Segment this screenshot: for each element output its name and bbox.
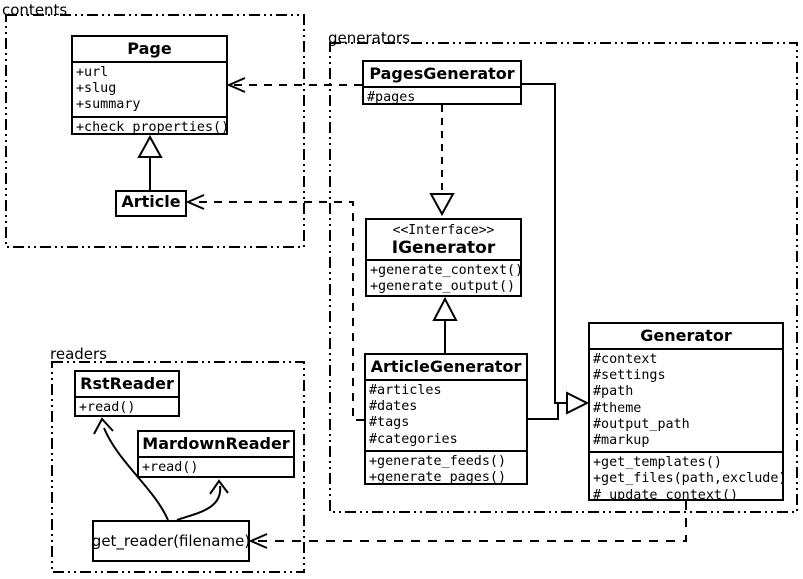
inheritance-articlegenerator-to-igenerator (432, 296, 458, 353)
attribute: #pages (367, 90, 416, 105)
class-title: Generator (640, 326, 732, 345)
function-label: get_reader(filename) (92, 532, 250, 550)
method: +get_files(path,exclude) (593, 471, 784, 487)
attributes-section: #articles #dates #tags #categories (366, 379, 526, 450)
attribute: +summary (76, 97, 141, 113)
package-border-generators (329, 42, 798, 513)
class-pagesgenerator: PagesGenerator #pages (362, 60, 522, 105)
function-get-reader: get_reader(filename) (92, 520, 250, 562)
class-title: PagesGenerator (369, 64, 515, 83)
method: +read() (142, 460, 199, 475)
methods-section: +generate_context() +generate_output() (367, 259, 522, 295)
package-border-readers (51, 361, 305, 573)
package-border-contents (5, 14, 305, 248)
package-label-contents: contents (2, 1, 68, 19)
attribute: #path (593, 384, 634, 400)
method: #_update_context() (593, 487, 739, 501)
package-label-generators: generators (328, 29, 410, 47)
attribute: #context (593, 352, 658, 367)
attribute: +slug (76, 81, 117, 97)
realization-pagesgenerator-to-igenerator (429, 105, 455, 217)
class-igenerator: <<Interface>> IGenerator +generate_conte… (365, 218, 522, 297)
class-page: Page +url +slug +summary +check_properti… (71, 35, 228, 135)
methods-section: +read() (76, 396, 178, 415)
inheritance-to-generator (522, 83, 590, 420)
class-title: Article (121, 192, 181, 211)
class-title: ArticleGenerator (370, 357, 522, 376)
dependency-pagesgenerator-to-page (226, 77, 362, 93)
class-title: IGenerator (391, 238, 496, 258)
class-rstreader: RstReader +read() (74, 370, 180, 417)
class-articlegenerator: ArticleGenerator #articles #dates #tags … (364, 353, 528, 485)
attribute: #tags (369, 415, 410, 431)
methods-section: +get_templates() +get_files(path,exclude… (590, 451, 784, 501)
method: +generate_pages() (369, 470, 507, 485)
class-article: Article (115, 190, 187, 217)
class-title: RstReader (80, 374, 174, 393)
attribute: +url (76, 65, 109, 80)
attribute: #markup (593, 433, 650, 449)
attribute: #settings (593, 368, 666, 384)
method: +generate_context() (370, 263, 522, 278)
class-generator: Generator #context #settings #path #them… (588, 322, 784, 501)
attribute: #output_path (593, 416, 690, 432)
class-mardownreader: MardownReader +read() (137, 430, 295, 478)
attributes-section: +url +slug +summary (73, 61, 226, 116)
method: +generate_output() (370, 279, 516, 295)
dependency-articlegenerator-to-article (185, 194, 364, 421)
curve-getreader-to-rstreader (93, 417, 169, 521)
method: +generate_feeds() (369, 453, 507, 469)
attribute: #theme (593, 400, 642, 416)
class-title: Page (127, 39, 172, 58)
attribute: #categories (369, 431, 458, 447)
interface-stereotype: <<Interface>> (392, 223, 495, 238)
class-title: MardownReader (142, 434, 290, 453)
methods-section: +generate_feeds() +generate_pages() (366, 449, 526, 485)
curve-getreader-to-mardownreader (176, 479, 229, 521)
method: +get_templates() (593, 455, 722, 471)
method: +read() (79, 400, 136, 415)
package-label-readers: readers (50, 345, 107, 363)
attributes-section: #context #settings #path #theme #output_… (590, 348, 782, 451)
methods-section: +read() (139, 456, 293, 476)
dependency-generator-to-getreader (248, 501, 687, 549)
attribute: #articles (369, 383, 442, 398)
method: +check_properties() (76, 119, 228, 135)
attribute: #dates (369, 399, 418, 415)
inheritance-article-to-page (137, 134, 163, 190)
attributes-section: #pages (364, 86, 520, 105)
methods-section: +check_properties() (73, 115, 228, 135)
